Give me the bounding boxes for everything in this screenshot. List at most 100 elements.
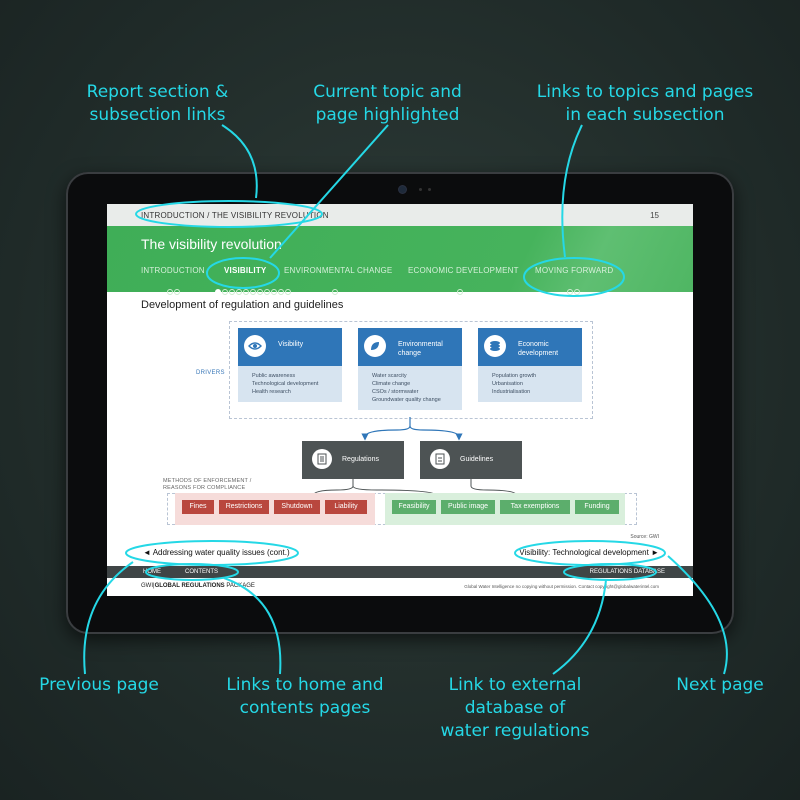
green-tag-band: Feasibility Public image Tax exemptions … (385, 493, 625, 525)
report-screen: INTRODUCTION / THE VISIBILITY REVOLUTION… (107, 204, 693, 596)
driver-item: Industrialisation (492, 389, 531, 395)
page-dot[interactable] (264, 289, 270, 295)
driver-items: Water scarcity Climate change CSOs / sto… (358, 366, 462, 410)
page-dot[interactable] (457, 289, 463, 295)
driver-title: Visibility (278, 341, 304, 348)
callout-home-contents: Links to home and contents pages (205, 674, 405, 720)
callout-line: Links to home and (226, 675, 384, 695)
next-page-link[interactable]: Visibility: Technological development ► (519, 548, 659, 557)
coins-icon (484, 335, 506, 357)
flow-arrows (310, 417, 520, 499)
page-dot[interactable] (332, 289, 338, 295)
callout-line: Report section & (86, 82, 229, 102)
contents-link[interactable]: CONTENTS (185, 569, 218, 575)
callout-line: Previous page (39, 675, 159, 695)
guidelines-box: Guidelines (420, 441, 522, 479)
page-dots-economic (457, 282, 464, 295)
nav-introduction[interactable]: INTRODUCTION (141, 266, 205, 275)
page-dot[interactable] (167, 289, 173, 295)
driver-item: Technological development (252, 381, 319, 387)
callout-line: Current topic and (313, 82, 462, 102)
callout-report-links: Report section & subsection links (60, 81, 255, 127)
nav-environmental-change[interactable]: ENVIRONMENTAL CHANGE (284, 266, 393, 275)
callout-line: Link to external (448, 675, 582, 695)
driver-item: Urbanisation (492, 381, 523, 387)
home-link[interactable]: HOME (143, 569, 161, 575)
driver-card-header: Environmental change (358, 328, 462, 366)
section-subtitle: Development of regulation and guidelines (141, 299, 344, 311)
tag-restrictions: Restrictions (219, 500, 269, 514)
brand-logo: GWI|GLOBAL REGULATIONS PACKAGE (141, 583, 255, 589)
methods-label: METHODS OF ENFORCEMENT / REASONS FOR COM… (163, 478, 251, 492)
driver-card-header: Visibility (238, 328, 342, 366)
page-dot[interactable] (271, 289, 277, 295)
nav-economic-development[interactable]: ECONOMIC DEVELOPMENT (408, 266, 519, 275)
callout-external-db: Link to external database of water regul… (425, 674, 605, 743)
tag-liability: Liability (325, 500, 367, 514)
red-tag-band: Fines Restrictions Shutdown Liability (175, 493, 375, 525)
page-dot[interactable] (278, 289, 284, 295)
driver-item: Health research (252, 389, 291, 395)
driver-card-environmental-change: Environmental change Water scarcity Clim… (358, 328, 462, 410)
driver-card-visibility: Visibility Public awareness Technologica… (238, 328, 342, 402)
driver-items: Public awareness Technological developme… (238, 366, 342, 402)
driver-title: Economic development (518, 341, 559, 357)
page-dot[interactable] (250, 289, 256, 295)
callout-topic-links: Links to topics and pages in each subsec… (520, 81, 770, 127)
page-dots-introduction (167, 282, 181, 295)
page-dot[interactable] (285, 289, 291, 295)
callout-previous-page: Previous page (24, 674, 174, 697)
callout-line: Next page (676, 675, 764, 695)
methods-label-line: METHODS OF ENFORCEMENT / (163, 478, 252, 484)
callout-line: contents pages (239, 698, 371, 718)
driver-item: CSOs / stormwater (372, 389, 419, 395)
brand-prefix: GWI (141, 583, 153, 589)
page-dots-visibility (215, 282, 292, 295)
page-dot[interactable] (257, 289, 263, 295)
page-dot[interactable] (236, 289, 242, 295)
methods-label-line: REASONS FOR COMPLIANCE (163, 485, 246, 491)
driver-title: Environmental change (398, 341, 443, 357)
driver-card-header: Economic development (478, 328, 582, 366)
driver-item: Water scarcity (372, 373, 407, 379)
copyright-notice: Global Water Intelligence no copying wit… (464, 584, 659, 589)
callout-line: page highlighted (315, 105, 460, 125)
source-note: Source: GWI (630, 534, 659, 540)
tag-shutdown: Shutdown (274, 500, 320, 514)
page-title: The visibility revolution (141, 236, 282, 252)
sensor-dot (428, 188, 431, 191)
sensor-dot (419, 188, 422, 191)
drivers-group (229, 321, 593, 419)
output-title: Guidelines (460, 456, 494, 463)
output-title: Regulations (342, 456, 379, 463)
footer: GWI|GLOBAL REGULATIONS PACKAGE Global Wa… (107, 578, 693, 596)
callout-next-page: Next page (660, 674, 780, 697)
callout-line: Links to topics and pages (536, 82, 754, 102)
tag-fines: Fines (182, 500, 214, 514)
page-dot-current[interactable] (215, 289, 221, 295)
callout-line: subsection links (89, 105, 226, 125)
tag-tax-exemptions: Tax exemptions (500, 500, 570, 514)
page-dots-environmental (332, 282, 339, 295)
callout-line: database of (464, 698, 566, 718)
bottom-nav-bar: HOME CONTENTS REGULATIONS DATABASE (107, 566, 693, 578)
callout-current-topic: Current topic and page highlighted (290, 81, 485, 127)
previous-page-link[interactable]: ◄ Addressing water quality issues (cont.… (143, 548, 290, 557)
regulations-box: Regulations (302, 441, 404, 479)
tag-public-image: Public image (441, 500, 495, 514)
tag-funding: Funding (575, 500, 619, 514)
driver-item: Public awareness (252, 373, 296, 379)
eye-icon (244, 335, 266, 357)
driver-item: Population growth (492, 373, 537, 379)
regulations-database-link[interactable]: REGULATIONS DATABASE (589, 569, 665, 575)
drivers-label: DRIVERS (196, 370, 225, 376)
page-dot[interactable] (243, 289, 249, 295)
page-dot[interactable] (174, 289, 180, 295)
brand-suffix: PACKAGE (224, 583, 255, 589)
driver-items: Population growth Urbanisation Industria… (478, 366, 582, 402)
page-number: 15 (650, 211, 659, 220)
page-dot[interactable] (229, 289, 235, 295)
document-icon (312, 449, 332, 469)
page-dot[interactable] (222, 289, 228, 295)
camera-icon (399, 186, 406, 193)
